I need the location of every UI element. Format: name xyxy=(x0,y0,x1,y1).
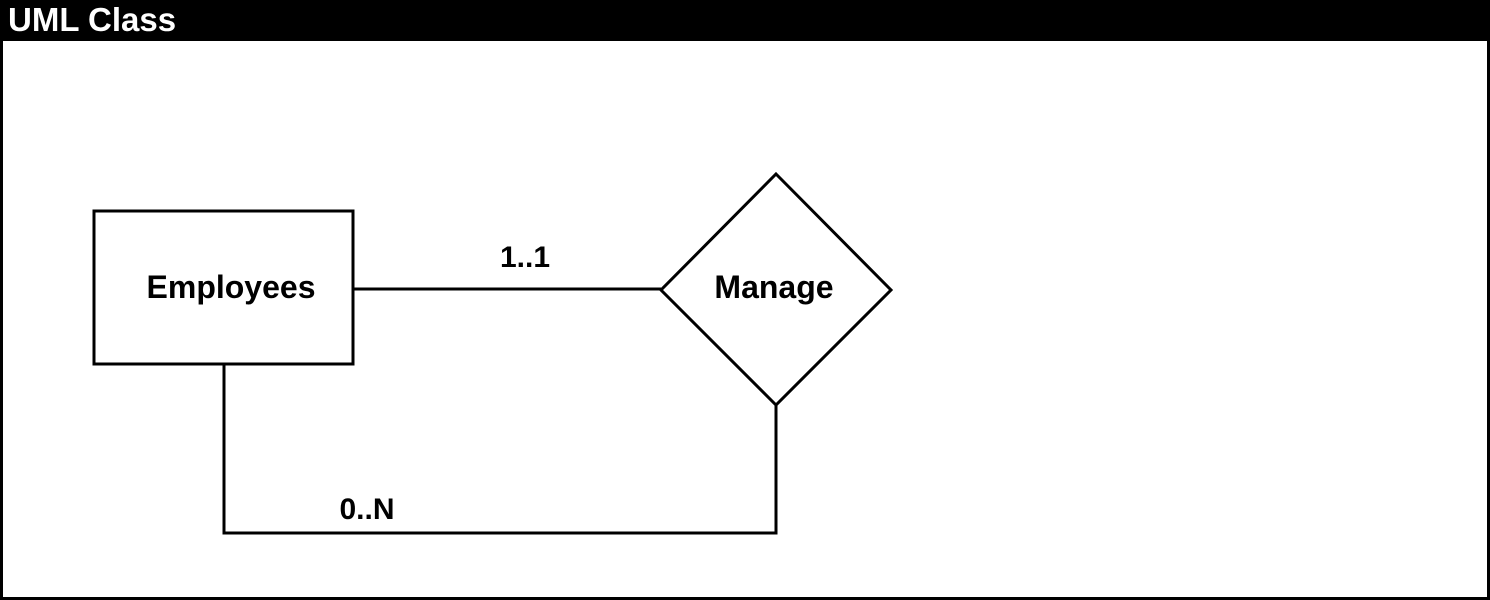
connector-manage-to-employees xyxy=(222,364,778,535)
cardinality-top-label: 1..1 xyxy=(500,241,550,274)
cardinality-bottom-label: 0..N xyxy=(339,493,394,526)
employees-entity-label: Employees xyxy=(147,269,316,305)
diagram-title: UML Class xyxy=(0,0,1490,41)
manage-relationship-label: Manage xyxy=(714,269,833,305)
